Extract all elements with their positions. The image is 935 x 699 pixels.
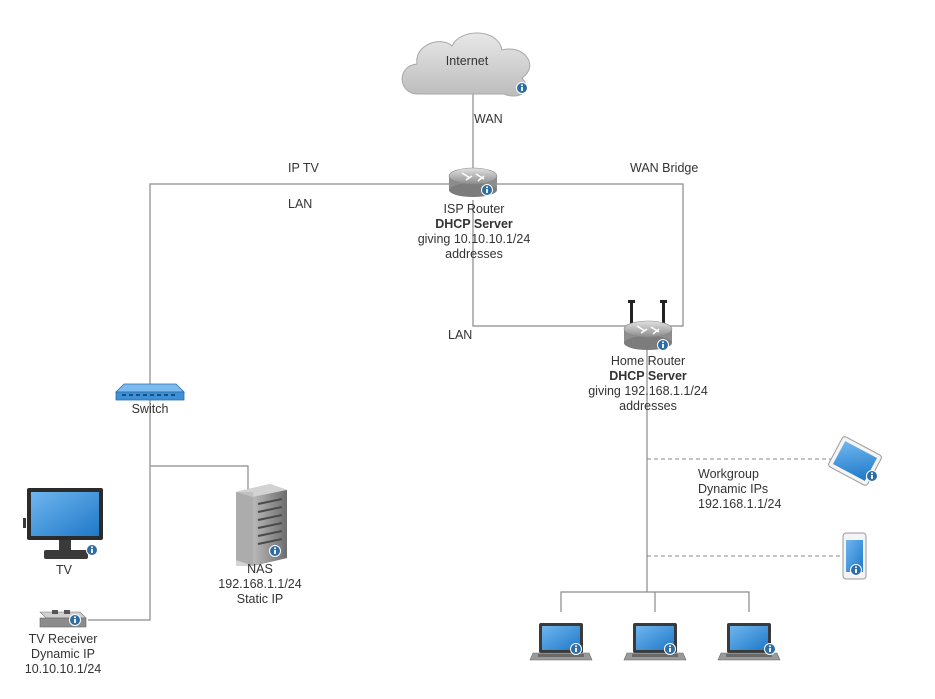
cloud-icon[interactable] — [401, 32, 531, 97]
connection-lines — [88, 94, 750, 621]
nas-ip-type: Static IP — [236, 592, 284, 606]
info-badge-icon[interactable] — [764, 643, 776, 655]
info-badge-icon[interactable] — [657, 339, 669, 351]
lan-link — [472, 200, 626, 327]
info-badge-icon[interactable] — [516, 82, 528, 94]
home-router-range: giving 192.168.1.1/24 — [588, 384, 708, 398]
monitor-icon[interactable] — [23, 488, 103, 559]
wireless-router-icon[interactable] — [623, 300, 673, 350]
workgroup-label: Workgroup Dynamic IPs 192.168.1.1/24 — [698, 467, 781, 512]
info-badge-icon[interactable] — [850, 564, 862, 576]
isp-router-addresses: addresses — [445, 247, 503, 261]
nas-label: NAS 192.168.1.1/24 Static IP — [218, 562, 301, 607]
isp-router-range: giving 10.10.10.1/24 — [417, 232, 531, 246]
info-badge-icon[interactable] — [86, 544, 98, 556]
home-router-addresses: addresses — [619, 399, 677, 413]
isp-router-role: DHCP Server — [435, 217, 513, 231]
laptop-icon[interactable] — [623, 622, 687, 661]
switch-to-receiver-link — [88, 400, 151, 621]
nas-name: NAS — [247, 562, 273, 576]
info-badge-icon[interactable] — [69, 614, 81, 626]
wan-edge-label: WAN — [474, 112, 503, 126]
tv-receiver-ip-type: Dynamic IP — [31, 647, 95, 661]
home-router-name: Home Router — [610, 354, 686, 368]
info-badge-icon[interactable] — [866, 470, 878, 482]
wan-bridge-edge-label: WAN Bridge — [630, 161, 699, 175]
iptv-link — [149, 183, 455, 386]
network-switch-icon[interactable] — [115, 383, 185, 401]
home-router-role: DHCP Server — [609, 369, 687, 383]
nas-ip: 192.168.1.1/24 — [218, 577, 302, 591]
tv-receiver-name: TV Receiver — [28, 632, 98, 646]
lan-center-edge-label: LAN — [448, 328, 473, 342]
isp-router-name: ISP Router — [443, 202, 505, 216]
info-badge-icon[interactable] — [269, 545, 281, 557]
workgroup-ip: 192.168.1.1/24 — [698, 497, 782, 511]
tv-label: TV — [56, 563, 72, 577]
wireless-links — [647, 458, 843, 557]
isp-router-label: ISP Router DHCP Server giving 10.10.10.1… — [418, 202, 531, 262]
internet-label: Internet — [445, 54, 489, 68]
info-badge-icon[interactable] — [664, 643, 676, 655]
tv-receiver-label: TV Receiver Dynamic IP 10.10.10.1/24 — [25, 632, 101, 677]
home-router-label: Home Router DHCP Server giving 192.168.1… — [588, 354, 708, 414]
lan-left-edge-label: LAN — [288, 197, 313, 211]
workgroup-name: Workgroup — [698, 467, 759, 481]
switch-label: Switch — [131, 402, 169, 416]
iptv-edge-label: IP TV — [288, 161, 319, 175]
laptop-icon[interactable] — [529, 622, 593, 661]
info-badge-icon[interactable] — [570, 643, 582, 655]
info-badge-icon[interactable] — [481, 184, 493, 196]
tv-receiver-ip: 10.10.10.1/24 — [24, 662, 102, 676]
workgroup-ip-type: Dynamic IPs — [698, 482, 769, 496]
switch-to-nas-link — [150, 465, 249, 490]
